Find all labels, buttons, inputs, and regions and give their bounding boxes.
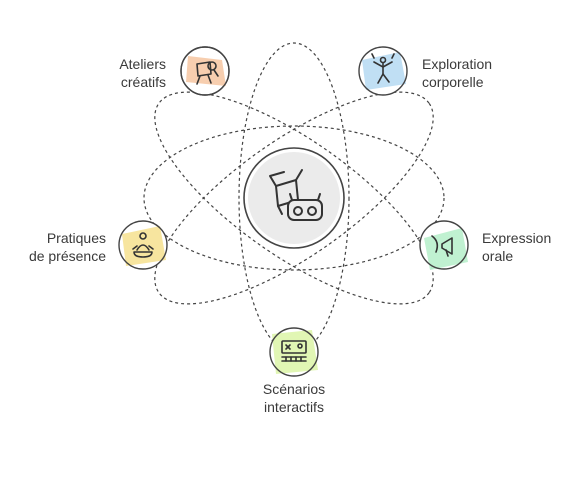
node-pratiques-de-presence	[118, 220, 168, 270]
node-exploration-corporelle	[358, 46, 408, 96]
meditation-icon	[132, 232, 154, 258]
label-ateliers-creatifs: Ateliers créatifs	[119, 56, 166, 90]
center-hub	[243, 147, 345, 249]
node-scenarios-interactifs	[269, 327, 319, 377]
dancing-figure-icon	[371, 53, 395, 84]
label-exploration-corporelle: Exploration corporelle	[422, 56, 493, 90]
node-expression-orale	[419, 220, 469, 270]
interactive-board-icon	[281, 340, 307, 362]
node-ateliers-creatifs	[180, 46, 230, 96]
box-and-vr-headset-icon	[269, 169, 323, 221]
label-pratiques-de-presence: Pratiques de présence	[28, 230, 106, 264]
orbit-ring-diagonal-b	[154, 91, 434, 305]
speaker-megaphone-icon	[431, 235, 453, 257]
palette-easel-icon	[196, 61, 219, 85]
orbit-ring-horizontal	[143, 125, 445, 271]
label-expression-orale: Expression orale	[482, 230, 552, 264]
label-scenarios-interactifs: Scénarios interactifs	[262, 381, 326, 415]
